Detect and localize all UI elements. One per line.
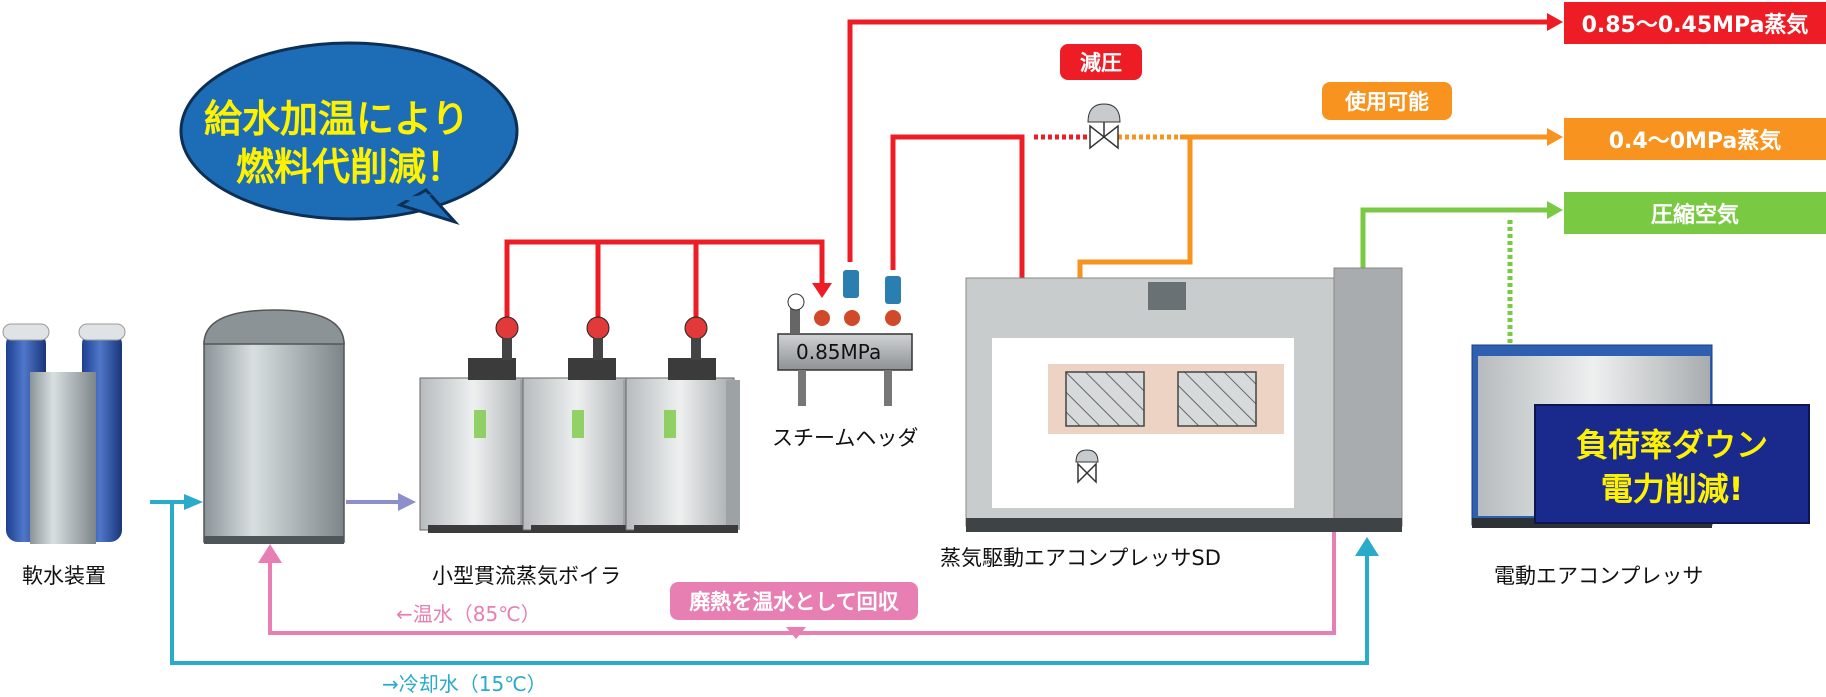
boiler-unit xyxy=(522,316,637,533)
water-softener xyxy=(2,323,126,544)
hot-water-label: ←温水（85℃） xyxy=(396,602,541,626)
low-steam-output-label: 0.4～0MPa蒸気 xyxy=(1564,118,1826,160)
feed-water-tank xyxy=(203,309,345,544)
high-steam-output-label: 0.85～0.45MPa蒸気 xyxy=(1564,2,1826,44)
pressure-reduction-tag: 減圧 xyxy=(1060,44,1142,80)
boiler-steam-pipe xyxy=(504,239,825,320)
softener-label: 軟水装置 xyxy=(22,564,106,588)
cooling-water-label: →冷却水（15℃） xyxy=(382,672,547,696)
cooling-water-pipe xyxy=(150,500,1369,665)
header-pressure-label: 0.85MPa xyxy=(796,340,882,364)
compressed-air-output-label: 圧縮空気 xyxy=(1564,192,1826,234)
hot-water-mid-arrow xyxy=(786,627,806,639)
drive-control-valve xyxy=(1075,449,1099,484)
steam-compressor-label: 蒸気駆動エアコンプレッサSD xyxy=(940,546,1221,570)
waste-heat-tag: 廃熱を温水として回収 xyxy=(670,582,918,620)
bubble-text-line2: 燃料代削減！ xyxy=(236,145,465,189)
boiler-label: 小型貫流蒸気ボイラ xyxy=(432,564,621,588)
low-steam-arrowhead xyxy=(1547,128,1563,146)
callout-line1: 負荷率ダウン xyxy=(1575,426,1768,464)
speech-bubble xyxy=(179,41,519,226)
high-steam-pipe xyxy=(847,19,1548,262)
callout-box: 負荷率ダウン 電力削減! xyxy=(1534,404,1810,524)
callout-line2: 電力削減! xyxy=(1600,470,1744,508)
high-steam-arrowhead xyxy=(1547,13,1563,31)
compressed-air-arrowhead xyxy=(1547,201,1563,219)
steam-header-label: スチームヘッダ xyxy=(772,426,919,450)
steam-header xyxy=(777,270,913,406)
boiler-unit xyxy=(419,316,534,533)
hot-water-pipe xyxy=(268,530,1336,635)
cooling-water-arrowhead-top xyxy=(1355,537,1379,556)
bubble-text-line1: 給水加温により xyxy=(204,97,470,141)
hot-water-arrowhead xyxy=(258,544,282,563)
electric-compressor-label: 電動エアコンプレッサ xyxy=(1494,564,1704,588)
boiler-steam-arrowhead xyxy=(812,283,832,298)
boiler-unit xyxy=(625,316,740,533)
pressure-reducing-valve xyxy=(1087,103,1121,150)
usable-tag: 使用可能 xyxy=(1322,82,1452,120)
feed-water-arrowhead xyxy=(398,493,416,511)
steam-driven-compressor xyxy=(965,267,1403,532)
cooling-water-arrowhead-left xyxy=(184,494,203,510)
